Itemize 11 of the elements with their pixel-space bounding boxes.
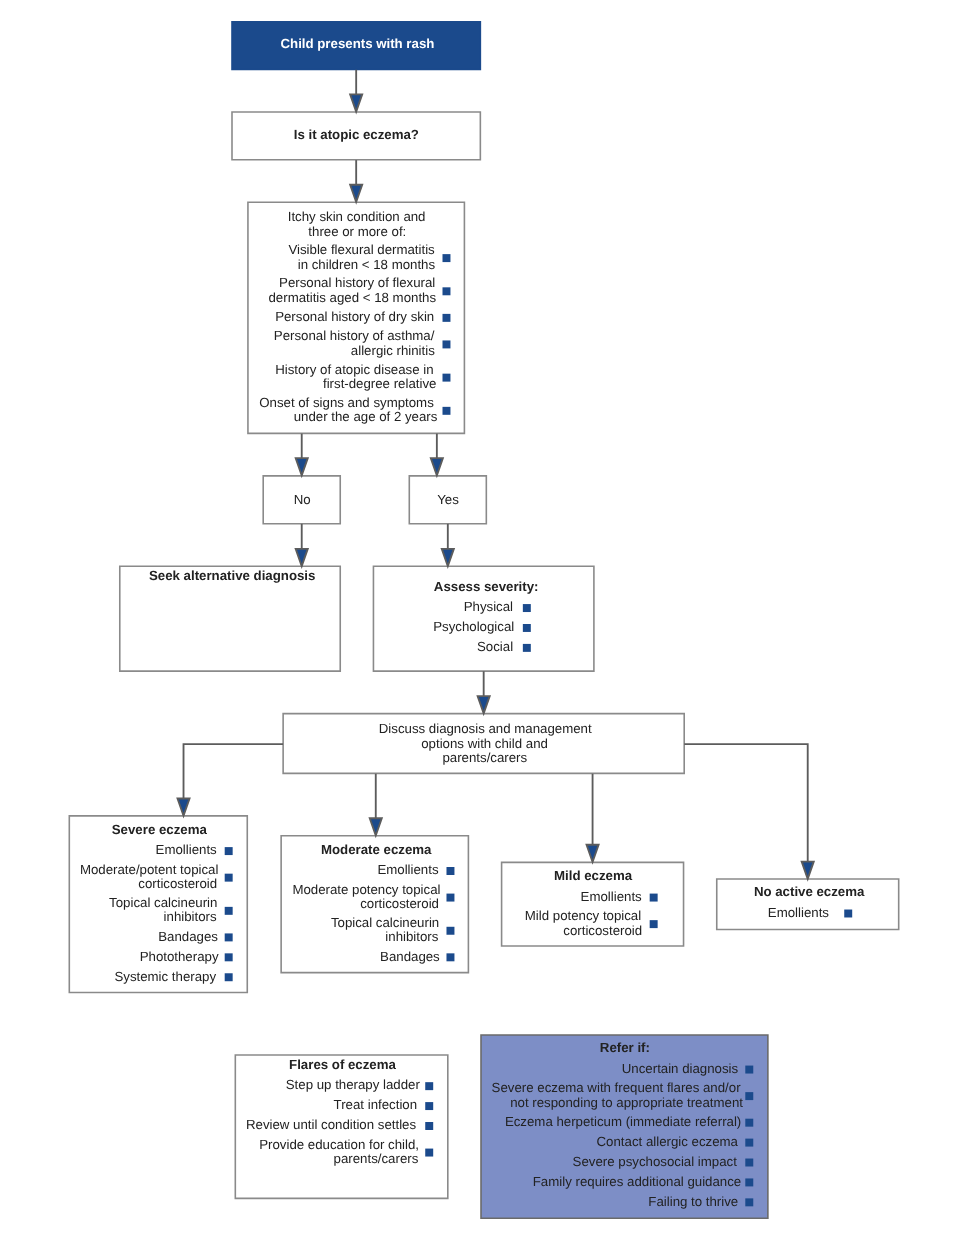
arrow	[439, 522, 455, 569]
arrow	[347, 68, 363, 115]
arrow	[475, 670, 491, 717]
arrow	[428, 432, 444, 479]
arrow	[347, 159, 363, 205]
arrow	[293, 432, 309, 479]
arrow	[367, 772, 383, 839]
arrow	[682, 743, 815, 882]
arrow	[175, 743, 283, 819]
arrow	[584, 772, 599, 865]
arrow	[293, 522, 309, 569]
